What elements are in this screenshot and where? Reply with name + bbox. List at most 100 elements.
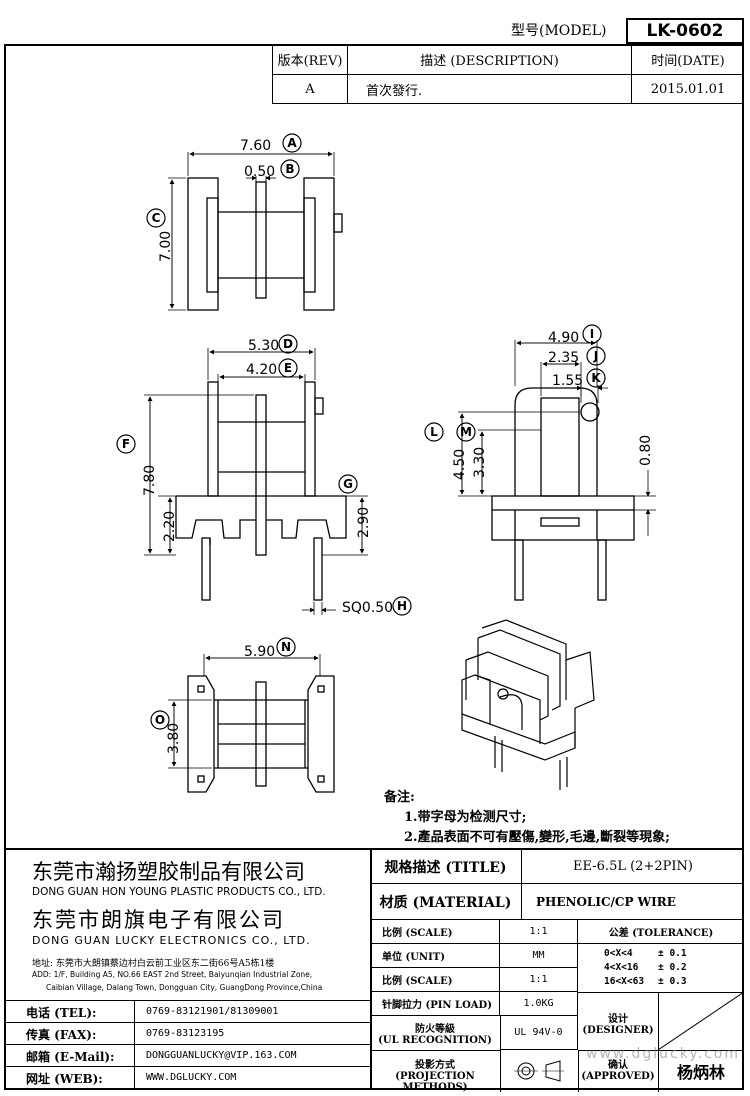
rev-header: 版本(REV) [272, 44, 348, 75]
rev-value: A [272, 75, 348, 104]
marker-f: F [116, 434, 136, 454]
dim-i-value: 4.90 [548, 330, 579, 346]
svg-text:D: D [283, 337, 293, 351]
bottom-view [168, 654, 335, 793]
web-label: 网址 (WEB): [26, 1072, 103, 1086]
marker-i: I [582, 324, 602, 344]
top-view [168, 151, 343, 311]
fire-value: UL 94V-0 [500, 1016, 578, 1050]
desc-value: 首次發行. [348, 75, 632, 104]
svg-text:G: G [343, 477, 353, 491]
fire-label: 防火等級 (UL RECOGNITION) [370, 1016, 501, 1051]
fax-value: 0769-83123195 [146, 1028, 225, 1039]
dim-o-value: 3.80 [166, 723, 182, 754]
dim-d-value: 5.30 [248, 338, 279, 354]
svg-text:B: B [285, 162, 294, 176]
title-value: EE-6.5L (2+2PIN) [522, 850, 744, 884]
dim-m-value: 3.30 [472, 447, 488, 478]
designer-value [657, 991, 745, 1051]
unit-label: 单位 (UNIT) [370, 944, 500, 968]
tol2-range: 4<X<16 [604, 962, 639, 973]
front-view [144, 348, 368, 615]
unit-value: MM [500, 944, 578, 968]
dim-g-value: 2.90 [356, 507, 372, 538]
dimension-labels: 7.60 0.50 7.00 5.30 4.20 7.80 2.20 2.90 … [142, 138, 654, 754]
fire-label-en: (UL RECOGNITION) [378, 1035, 492, 1046]
company-address-en-2: Caibian Village, Dalang Town, Dongguan C… [46, 983, 323, 992]
pin-value: 1.0KG [500, 992, 578, 1016]
tol1-range: 0<X<4 [604, 948, 633, 959]
dim-k-value: 1.55 [552, 373, 583, 389]
svg-text:O: O [155, 713, 165, 727]
dim-c-value: 7.00 [158, 231, 174, 262]
date-value: 2015.01.01 [632, 75, 744, 104]
dim-b-value: 0.50 [244, 164, 275, 180]
marker-b: B [280, 159, 300, 179]
pin-label: 针脚拉力 (PIN LOAD) [370, 992, 500, 1016]
marker-g: G [338, 474, 358, 494]
approved-label-en: (APPROVED) [581, 1071, 655, 1082]
marker-k: K [586, 368, 606, 388]
web-value: WWW.DGLUCKY.COM [146, 1072, 237, 1083]
model-value: LK-0602 [626, 18, 744, 44]
side-view [458, 340, 656, 601]
scale2-value: 1:1 [500, 968, 578, 992]
designer-label-en: (DESIGNER) [582, 1025, 654, 1036]
marker-l: L [424, 422, 444, 442]
title-label: 规格描述 (TITLE) [370, 850, 522, 884]
marker-n: N [276, 637, 296, 657]
dim-h-value: SQ0.50 [342, 600, 393, 616]
company-name-1-en: DONG GUAN HON YOUNG PLASTIC PRODUCTS CO.… [32, 886, 326, 898]
marker-d: D [278, 334, 298, 354]
svg-text:K: K [591, 371, 601, 385]
approved-label-cn: 确认 [608, 1060, 628, 1071]
dim-a-value: 7.60 [240, 138, 271, 154]
tolerance-values: 0<X<4 ± 0.1 4<X<16 ± 0.2 16<X<63 ± 0.3 [578, 944, 744, 993]
fax-label: 传真 (FAX): [26, 1028, 97, 1042]
svg-text:L: L [430, 425, 438, 439]
tolerance-label: 公差 (TOLERANCE) [578, 920, 744, 944]
designer-label-cn: 设计 [608, 1014, 628, 1025]
company-address-en-1: ADD: 1/F, Building A5, NO.66 EAST 2nd St… [32, 970, 313, 979]
marker-e: E [278, 358, 298, 378]
approved-label: 确认 (APPROVED) [578, 1050, 659, 1092]
dim-l-value: 4.50 [452, 449, 468, 480]
title-block: 东莞市瀚扬塑胶制品有限公司 DONG GUAN HON YOUNG PLASTI… [4, 848, 745, 1093]
tel-label: 电话 (TEL): [26, 1006, 97, 1020]
dim-0-80-value: 0.80 [638, 435, 654, 466]
isometric-view [461, 619, 595, 790]
fire-label-cn: 防火等級 [415, 1024, 455, 1035]
marker-j: J [586, 346, 606, 366]
dim-n-value: 5.90 [244, 644, 275, 660]
notes-title: 备注: [384, 790, 415, 805]
tol2-value: ± 0.2 [658, 962, 687, 973]
tol1-value: ± 0.1 [658, 948, 687, 959]
company-name-1: 东莞市瀚扬塑胶制品有限公司 [32, 860, 305, 884]
marker-h: H [392, 596, 412, 616]
model-label: 型号(MODEL) [511, 23, 607, 39]
tol3-value: ± 0.3 [658, 976, 687, 987]
projection-label: 投影方式 (PROJECTION METHODS) [370, 1050, 501, 1093]
svg-text:A: A [287, 136, 297, 150]
company-address-cn: 地址: 东莞市大朗镇蔡边村白云前工业区东二街66号A5栋1楼 [32, 959, 275, 969]
company-name-2: 东莞市朗旗电子有限公司 [32, 908, 285, 932]
company-name-2-en: DONG GUAN LUCKY ELECTRONICS CO., LTD. [32, 934, 311, 947]
dim-2-20-value: 2.20 [162, 511, 178, 542]
material-label: 材质 (MATERIAL) [370, 884, 522, 920]
watermark: www.dglucky.com [586, 1046, 740, 1062]
svg-text:J: J [593, 349, 598, 363]
scale-label: 比例 (SCALE) [370, 920, 500, 944]
marker-c: C [146, 208, 166, 228]
tel-value: 0769-83121901/81309001 [146, 1006, 279, 1017]
date-header: 时间(DATE) [632, 44, 744, 75]
tol3-range: 16<X<63 [604, 976, 645, 987]
marker-m: M [456, 422, 476, 442]
projection-symbol [500, 1050, 579, 1092]
svg-text:I: I [590, 327, 594, 341]
dim-f-value: 7.80 [142, 465, 158, 496]
svg-text:N: N [281, 640, 291, 654]
scale-value: 1:1 [500, 920, 578, 944]
material-value: PHENOLIC/CP WIRE [522, 884, 744, 920]
dim-e-value: 4.20 [246, 362, 277, 378]
svg-text:C: C [152, 211, 161, 225]
